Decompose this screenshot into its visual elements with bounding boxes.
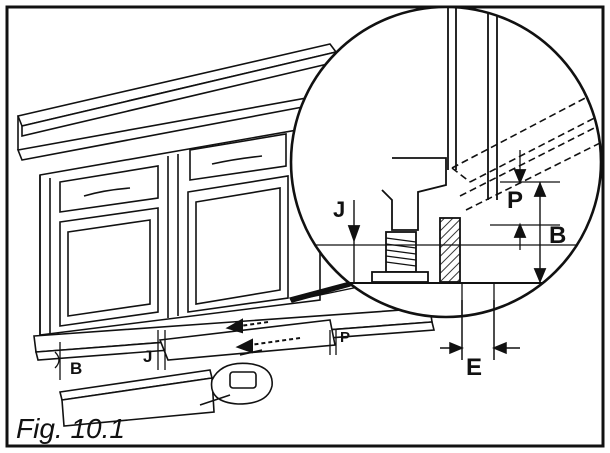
figure-frame bbox=[5, 5, 605, 448]
label-e-zoom: E bbox=[466, 354, 482, 381]
zoom-detail bbox=[300, 7, 601, 317]
countertop bbox=[16, 43, 338, 127]
label-b-zoom: B bbox=[549, 222, 566, 249]
label-b-left: B bbox=[70, 359, 82, 378]
label-j-zoom: J bbox=[333, 197, 345, 222]
label-p-small: P bbox=[340, 329, 350, 346]
kitchen-cabinets bbox=[16, 43, 341, 336]
label-j-left: J bbox=[143, 347, 152, 366]
insertion-arrows bbox=[225, 318, 301, 354]
figure-caption: Fig. 10.1 bbox=[16, 413, 125, 444]
plinth-section bbox=[439, 217, 461, 283]
measuring-tool bbox=[199, 349, 273, 406]
drawer-left bbox=[59, 165, 159, 213]
e-dimension-arrows bbox=[440, 300, 520, 360]
plinth-strip bbox=[33, 307, 436, 427]
label-p-zoom: P bbox=[507, 187, 523, 214]
drawer-right bbox=[189, 133, 287, 181]
door-right bbox=[187, 175, 289, 313]
zoom-circle-outline bbox=[289, 5, 603, 319]
door-left bbox=[59, 207, 159, 327]
small-dimension-marks bbox=[54, 330, 337, 380]
